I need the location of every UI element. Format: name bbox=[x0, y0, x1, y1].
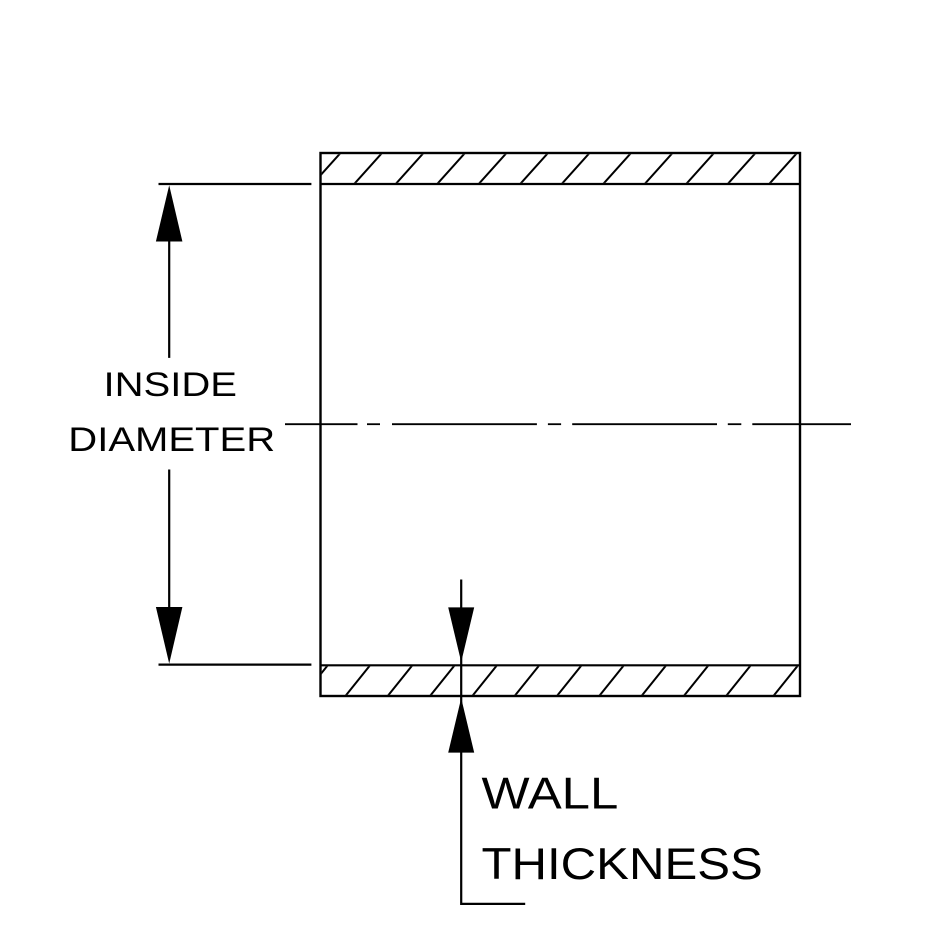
svg-text:DIAMETER: DIAMETER bbox=[68, 420, 275, 458]
svg-text:THICKNESS: THICKNESS bbox=[482, 839, 763, 888]
svg-text:INSIDE: INSIDE bbox=[104, 365, 237, 403]
svg-text:WALL: WALL bbox=[482, 769, 619, 818]
